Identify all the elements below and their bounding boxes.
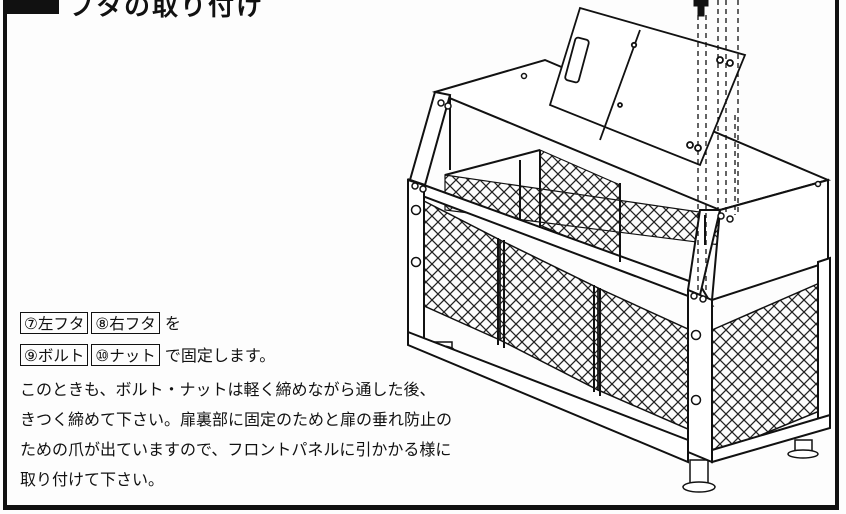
line2-suffix: で固定します。 <box>164 346 276 365</box>
part-label-left-lid: ⑦左フタ <box>20 312 89 334</box>
page-frame <box>3 0 839 510</box>
lid-panels <box>548 6 747 167</box>
front-mesh-panels <box>421 198 823 457</box>
cabinet-feet <box>425 341 819 493</box>
step-number-badge <box>3 0 59 14</box>
part-label-right-lid: ⑧右フタ <box>91 312 160 334</box>
paragraph-line-2: きつく締めて下さい。扉裏部に固定のためと扉の垂れ防止の <box>20 410 453 429</box>
line1-suffix: を <box>164 314 181 333</box>
cabinet-frame <box>407 58 832 464</box>
part-label-nut: ⑩ナット <box>91 344 160 366</box>
frame-bolts <box>410 72 822 406</box>
part-label-bolt: ⑨ボルト <box>20 344 89 366</box>
paragraph-line-1: このときも、ボルト・ナットは軽く締めながら通した後、 <box>20 380 436 399</box>
paragraph-line-3: ための爪が出ていますので、フロントパネルに引かかる様に <box>20 440 452 459</box>
bolt-hardware-icon <box>693 0 709 17</box>
assembly-guide-lines <box>697 0 739 292</box>
paragraph-line-4: 取り付けて下さい。 <box>20 470 165 489</box>
section-heading: フタの取り付け <box>68 0 265 22</box>
